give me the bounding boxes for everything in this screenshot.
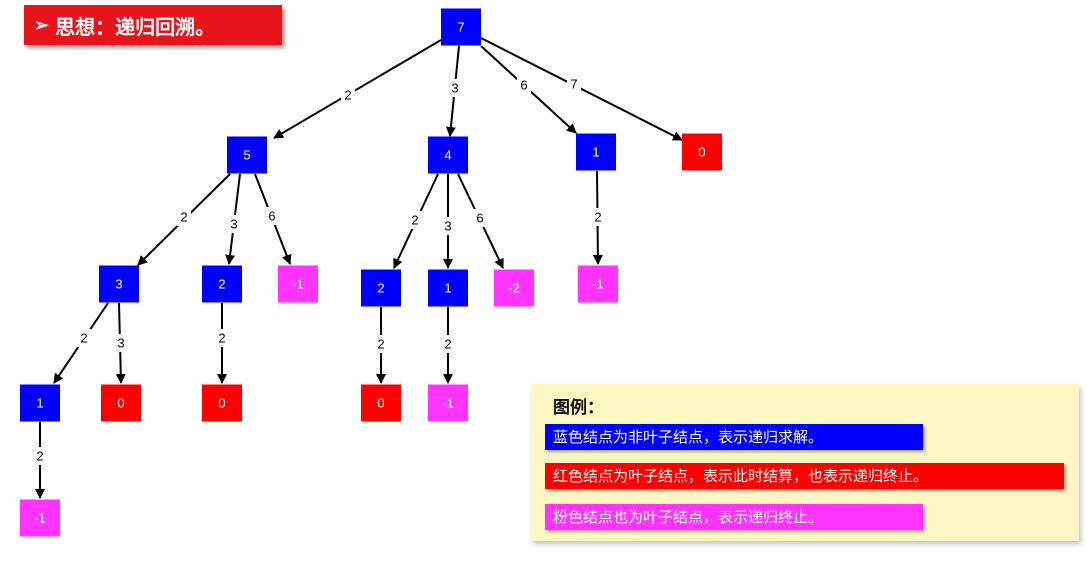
edge-label: 3 [451,81,458,96]
legend-item-red: 红色结点为叶子结点，表示此时结算，也表示递归终止。 [545,463,1064,489]
edge-label: 6 [520,78,527,93]
edge-label: 2 [594,210,601,225]
tree-node-label: 1 [592,145,599,160]
edge-label: 2 [218,331,225,346]
edge-label: 2 [80,331,87,346]
tree-node-blue [202,265,242,303]
edge-label-background [227,215,241,233]
edge-label: 2 [344,88,351,103]
edge-label-background [215,329,229,347]
edge-label: 3 [117,336,124,351]
tree-node-pink [278,265,318,303]
edge-label: 6 [268,209,275,224]
edge-label-background [265,207,279,225]
edge-label-background [473,209,487,227]
tree-node-blue [227,136,267,174]
tree-node-pink [578,265,618,303]
tree-node-blue [428,136,468,174]
tree-node-blue [428,269,468,307]
edge-label: 3 [444,219,451,234]
tree-node-label: -1 [442,396,454,411]
tree-node-red [682,133,722,171]
tree-node-label: 2 [377,281,384,296]
edge-label-background [177,208,191,226]
edge-label: 2 [411,213,418,228]
tree-node-blue [361,269,401,307]
legend-title: 图例： [553,398,604,418]
edge-label-background [448,79,462,97]
edge-label: 7 [570,77,577,92]
legend-item-pink: 粉色结点也为叶子结点，表示递归终止。 [545,504,923,530]
tree-node-label: -1 [592,277,604,292]
edge-label-background [441,217,455,235]
tree-node-label: -1 [292,277,304,292]
tree-node-blue [576,133,616,171]
page-title: 思想：递归回溯。 [55,14,216,39]
edge-label-background [591,208,605,226]
edge-label-background [374,335,388,353]
tree-node-red [202,384,242,422]
tree-node-blue [99,265,139,303]
title-banner: ➢ 思想：递归回溯。 [24,5,282,45]
edge-label: 3 [230,217,237,232]
tree-node-label: 4 [444,148,451,163]
tree-node-red [361,384,401,422]
tree-node-blue [441,8,481,46]
edge-arrow [273,39,442,139]
tree-node-label: 0 [698,145,705,160]
edge-label-background [567,75,581,93]
tree-node-label: 2 [218,277,225,292]
tree-node-red [101,384,141,422]
edge-label: 2 [377,337,384,352]
legend-item-blue: 蓝色结点为非叶子结点，表示递归求解。 [545,424,923,450]
edge-label: 2 [36,449,43,464]
tree-node-label: 5 [243,148,250,163]
tree-node-blue [20,384,60,422]
tree-node-label: 0 [377,396,384,411]
legend-panel: 图例： 蓝色结点为非叶子结点，表示递归求解。 红色结点为叶子结点，表示此时结算，… [531,384,1079,541]
tree-node-pink [494,269,534,307]
edge-label-background [517,76,531,94]
tree-node-label: 0 [218,396,225,411]
arrow-bullet-icon: ➢ [34,14,50,36]
edge-label-background [408,211,422,229]
tree-node-pink [20,499,60,537]
edge-label-background [114,334,128,352]
edge-label: 6 [476,211,483,226]
tree-node-label: -1 [34,511,46,526]
edge-label: 2 [180,210,187,225]
edge-arrow [480,37,683,141]
tree-node-pink [428,384,468,422]
edge-label-background [33,447,47,465]
tree-node-label: 7 [457,20,464,35]
tree-node-label: 1 [36,396,43,411]
tree-node-label: 3 [115,277,122,292]
edge-label-background [341,86,355,104]
edge-label: 2 [444,337,451,352]
tree-node-label: 1 [444,281,451,296]
tree-node-label: -2 [508,281,520,296]
edge-label-background [441,335,455,353]
edge-label-background [77,329,91,347]
tree-node-label: 0 [117,396,124,411]
